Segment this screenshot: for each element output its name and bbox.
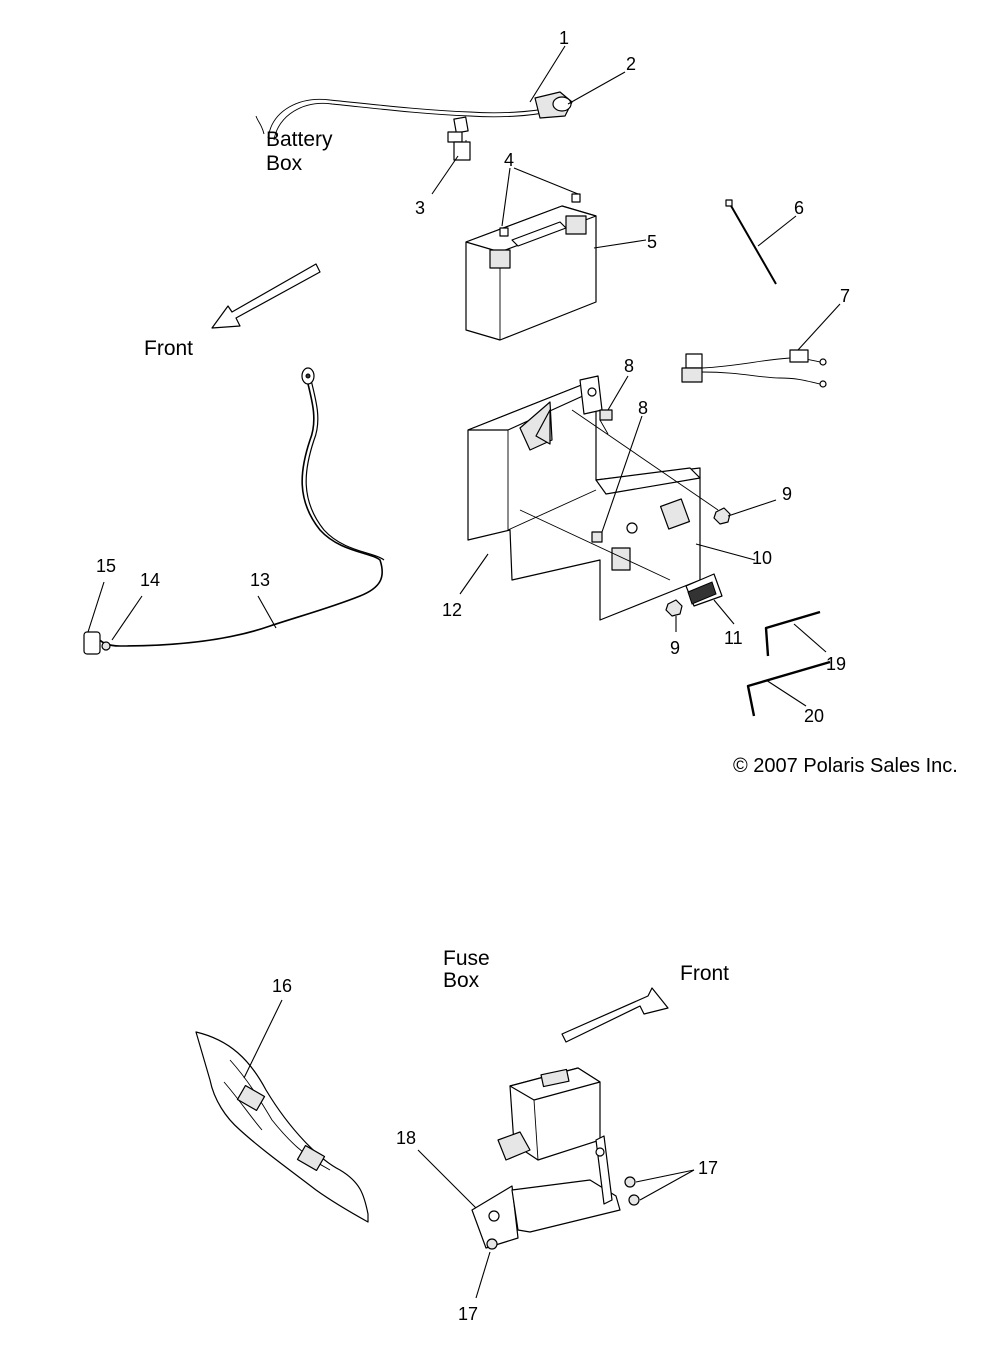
callout-9a: 9 — [782, 484, 792, 504]
leader-4a — [501, 167, 511, 227]
callout-8a: 8 — [624, 356, 634, 376]
leader-15 — [87, 581, 105, 633]
leader-2 — [567, 71, 626, 105]
callout-2: 2 — [626, 54, 636, 74]
fuse-panel-cover — [195, 1031, 369, 1223]
allen-key-20 — [746, 660, 831, 717]
battery-cable-harness — [255, 91, 573, 143]
screw-17c — [486, 1238, 498, 1250]
leader-4b — [513, 167, 579, 195]
screw-17a — [624, 1176, 636, 1188]
leader-18 — [417, 1149, 477, 1209]
front-arrow-top — [211, 263, 321, 329]
copyright-notice: © 2007 Polaris Sales Inc. — [733, 755, 958, 777]
callout-1: 1 — [559, 28, 569, 48]
callout-5: 5 — [647, 232, 657, 252]
leader-7 — [797, 303, 841, 351]
leader-6 — [757, 215, 797, 247]
callout-15: 15 — [96, 556, 116, 576]
leader-20 — [765, 679, 807, 707]
callout-11: 11 — [724, 628, 743, 648]
battery — [465, 193, 597, 341]
battery-box-heading-line2: Box — [266, 152, 303, 175]
leader-1 — [529, 45, 566, 103]
leader-16 — [243, 999, 283, 1079]
leader-13 — [257, 595, 277, 629]
screw-8b — [591, 531, 603, 543]
callout-10: 10 — [752, 548, 772, 568]
leader-12 — [459, 553, 489, 595]
front-label-top: Front — [144, 337, 193, 360]
leader-17c — [475, 1251, 491, 1299]
cable-tie — [725, 199, 777, 285]
callout-20: 20 — [804, 706, 824, 726]
callout-9b: 9 — [670, 638, 680, 658]
nut-9b — [665, 599, 683, 617]
nut-9a — [713, 507, 731, 525]
callout-8b: 8 — [638, 398, 648, 418]
fuse-box-bracket — [471, 1135, 621, 1249]
callout-19: 19 — [826, 654, 846, 674]
battery-box-bracket — [579, 375, 603, 415]
front-arrow-bottom — [561, 987, 669, 1043]
relay-block — [685, 573, 723, 607]
allen-key-19 — [764, 610, 821, 657]
callout-17a: 17 — [698, 1158, 718, 1178]
callout-13: 13 — [250, 570, 270, 590]
battery-cable-left-end — [453, 140, 471, 161]
fuse-box-heading-line2: Box — [443, 969, 480, 992]
cable-boot-15 — [83, 631, 101, 655]
leader-3 — [431, 155, 459, 195]
leader-17b — [639, 1169, 695, 1201]
leader-14 — [111, 595, 143, 641]
leader-8a — [607, 375, 629, 411]
screw-17b — [628, 1194, 640, 1206]
battery-box-heading-line1: Battery — [266, 128, 333, 151]
ground-cable — [95, 367, 385, 647]
leader-9a — [727, 499, 777, 517]
callout-17b: 17 — [458, 1304, 478, 1324]
callout-4: 4 — [504, 150, 514, 170]
leader-17a — [635, 1169, 695, 1183]
leader-5 — [593, 239, 647, 249]
callout-7: 7 — [840, 286, 850, 306]
battery-box-tray — [467, 383, 719, 621]
fuse-box-heading-line1: Fuse — [443, 947, 490, 970]
callout-18: 18 — [396, 1128, 416, 1148]
callout-14: 14 — [140, 570, 160, 590]
leader-11 — [713, 599, 735, 625]
fuse-box — [497, 1067, 601, 1161]
callout-3: 3 — [415, 198, 425, 218]
front-label-bottom: Front — [680, 962, 729, 985]
leader-10 — [695, 543, 756, 561]
callout-12: 12 — [442, 600, 462, 620]
callout-6: 6 — [794, 198, 804, 218]
nut-14 — [101, 641, 111, 651]
leader-8b — [601, 415, 643, 533]
fuse-harness — [681, 349, 827, 388]
screw-8a — [599, 409, 613, 421]
callout-16: 16 — [272, 976, 292, 996]
leader-19 — [793, 623, 827, 653]
